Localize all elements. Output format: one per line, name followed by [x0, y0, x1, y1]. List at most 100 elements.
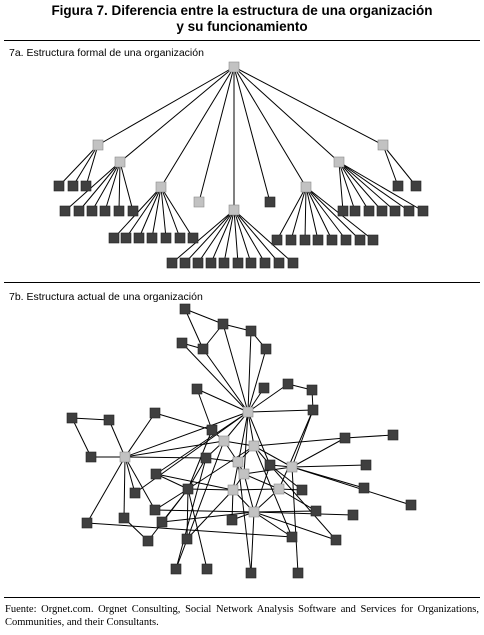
network-edge	[124, 456, 156, 511]
network-edge	[124, 456, 136, 494]
network-node-dark	[330, 534, 342, 546]
network-node-dark	[296, 484, 308, 496]
network-edge	[187, 488, 234, 491]
panel-b-label: 7b. Estructura actual de una organizació…	[9, 291, 203, 303]
org-chart-node-dark	[392, 180, 404, 192]
network-edge	[124, 411, 249, 458]
org-chart-edge	[160, 186, 194, 239]
network-node-dark	[150, 468, 162, 480]
network-edge	[187, 445, 255, 490]
network-node-dark	[176, 337, 188, 349]
org-chart-node-dark	[271, 234, 283, 246]
org-chart-edge	[118, 161, 121, 212]
org-chart-node-dark	[179, 257, 191, 269]
network-node-dark	[339, 432, 351, 444]
network-edge	[237, 461, 252, 574]
network-node-dark	[226, 514, 238, 526]
org-chart-edge	[233, 209, 280, 264]
org-chart-node-dark	[417, 205, 429, 217]
org-chart-node-light	[300, 181, 312, 193]
org-chart-edge	[78, 161, 121, 212]
org-chart-edge	[233, 66, 384, 146]
network-node-dark	[182, 483, 194, 495]
network-node-dark	[142, 535, 154, 547]
org-chart-edge	[233, 209, 266, 264]
network-edge	[184, 308, 204, 350]
network-edge	[269, 464, 337, 541]
network-node-dark	[201, 563, 213, 575]
org-chart-node-dark	[273, 257, 285, 269]
org-chart-edge	[104, 161, 121, 212]
org-chart-edge	[184, 209, 235, 264]
figure-title-line-1: Figura 7. Diferencia entre la estructura…	[51, 3, 433, 18]
org-chart-nodes	[53, 61, 429, 269]
network-node-light	[248, 506, 260, 518]
network-node-dark	[286, 531, 298, 543]
network-edge	[344, 434, 394, 439]
network-edge	[243, 411, 249, 475]
network-node-dark	[170, 563, 182, 575]
network-node-light	[218, 435, 230, 447]
org-chart-node-dark	[403, 205, 415, 217]
org-chart-node-dark	[287, 257, 299, 269]
org-chart-edge	[197, 209, 235, 264]
network-node-dark	[306, 384, 318, 396]
network-node-dark	[258, 382, 270, 394]
org-chart-edge	[382, 144, 417, 187]
network-edge	[278, 488, 317, 512]
org-chart-edge	[58, 144, 99, 187]
network-edge	[243, 473, 280, 490]
network-node-dark	[310, 505, 322, 517]
org-chart-edge	[72, 144, 99, 187]
org-chart-node-light	[114, 156, 126, 168]
org-chart-node-dark	[166, 257, 178, 269]
org-chart-edge	[198, 66, 235, 203]
org-chart-node-dark	[326, 234, 338, 246]
network-node-dark	[358, 482, 370, 494]
org-chart-node-dark	[340, 234, 352, 246]
network-edge	[124, 412, 156, 458]
network-node-dark	[260, 343, 272, 355]
org-chart-node-dark	[363, 205, 375, 217]
network-edge	[253, 445, 293, 468]
network-node-dark	[245, 325, 257, 337]
org-chart-node-dark	[174, 232, 186, 244]
network-node-dark	[282, 378, 294, 390]
org-chart-node-dark	[245, 257, 257, 269]
network-edge	[154, 488, 189, 511]
network-edge	[291, 464, 367, 468]
network-edge	[154, 412, 213, 431]
org-chart-edge	[305, 186, 319, 241]
org-chart-edge	[160, 186, 167, 239]
network-edge	[247, 348, 267, 413]
network-edge	[155, 473, 234, 491]
org-chart-edge	[233, 66, 340, 163]
network-edge	[247, 383, 289, 413]
org-chart-node-light	[155, 181, 167, 193]
org-chart-edge	[338, 161, 356, 212]
network-node-dark	[264, 459, 276, 471]
org-chart-edge	[223, 209, 235, 264]
org-chart-edge	[125, 186, 162, 239]
network-edge	[71, 417, 92, 458]
bottom-rule	[4, 597, 480, 598]
org-chart-node-dark	[67, 180, 79, 192]
network-edge	[278, 409, 314, 490]
network-edge	[291, 409, 314, 468]
org-chart-node-dark	[113, 205, 125, 217]
org-chart-node-dark	[133, 232, 145, 244]
org-chart-edge	[160, 186, 181, 239]
org-chart-node-dark	[354, 234, 366, 246]
network-node-dark	[179, 303, 191, 315]
network-edge	[161, 511, 255, 523]
network-node-light	[227, 484, 239, 496]
middle-rule	[4, 282, 480, 283]
org-chart-edge	[305, 186, 347, 241]
network-edge	[243, 466, 293, 475]
network-edge	[154, 509, 255, 513]
network-edge	[222, 323, 249, 413]
org-chart-edge	[138, 186, 162, 239]
org-chart-node-dark	[160, 232, 172, 244]
network-edge	[243, 473, 255, 513]
org-chart-node-dark	[312, 234, 324, 246]
